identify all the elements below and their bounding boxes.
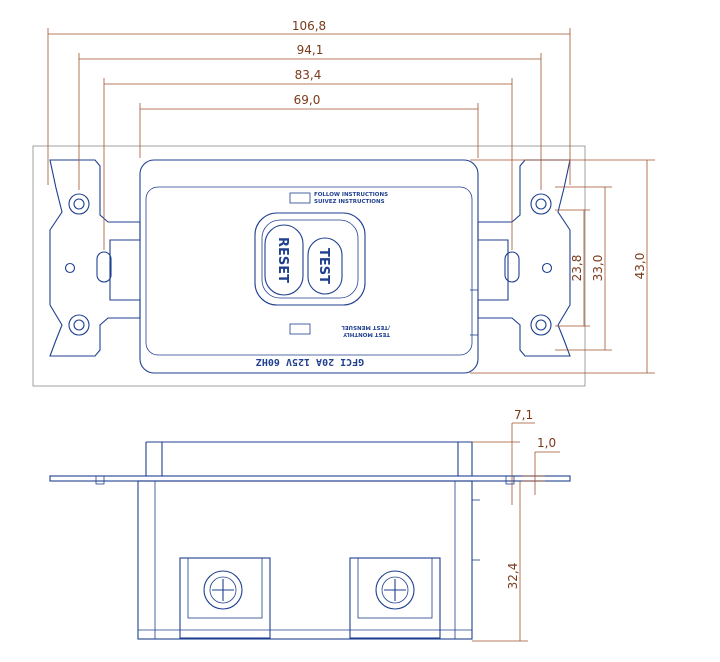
terminal-left <box>179 557 271 639</box>
terminal-screw-head <box>209 576 237 604</box>
rating-label: GFCI 20A 125V 60HZ <box>256 356 364 367</box>
dim-body-depth: 32,4 <box>506 563 520 590</box>
dim-mid-height: 33,0 <box>591 255 605 282</box>
screw-hole-inner <box>535 198 547 210</box>
screw-hole <box>68 193 90 215</box>
button-housing-inner <box>261 219 359 299</box>
dim-overall-width: 106,8 <box>292 19 326 33</box>
strap-tab <box>505 475 515 485</box>
dim-body-width: 69,0 <box>294 93 321 107</box>
indicator-box <box>289 192 311 204</box>
screw-slot <box>212 579 234 601</box>
terminal-pocket <box>179 557 271 639</box>
instructions-bottom-1: TEST MONTHLY <box>342 331 390 337</box>
instructions-bottom-2: /TEST MENSUEL <box>341 324 390 330</box>
reset-label: RESET <box>275 237 290 283</box>
dim-outer-screw-spacing: 94,1 <box>297 43 324 57</box>
side-view: 7,1 1,0 32,4 <box>49 408 571 642</box>
terminal-screw-icon <box>203 570 243 610</box>
vertical-dimensions: 43,0 33,0 23,8 <box>470 159 655 374</box>
instructions-top-1: FOLLOW INSTRUCTIONS <box>314 192 388 198</box>
mounting-strap <box>49 159 141 357</box>
side-dimensions: 7,1 1,0 32,4 <box>472 408 560 642</box>
screw-hole-inner <box>73 198 85 210</box>
screw-hole <box>64 262 76 274</box>
terminal-screw-head <box>381 576 409 604</box>
strap-plate <box>49 475 571 482</box>
horizontal-dimensions: 106,8 94,1 83,4 69,0 <box>47 19 571 250</box>
test-button <box>307 237 343 295</box>
slot-hole <box>96 251 112 283</box>
dim-inner-screw-spacing: 83,4 <box>295 68 322 82</box>
terminal-screw-icon <box>375 570 415 610</box>
instructions-top-2: SUIVEZ INSTRUCTIONS <box>314 199 385 205</box>
screw-hole <box>541 262 553 274</box>
test-label: TEST <box>316 248 331 284</box>
screw-hole <box>68 314 90 336</box>
receptacle-face <box>145 186 473 356</box>
screw-hole <box>530 193 552 215</box>
top-view: FOLLOW INSTRUCTIONS SUIVEZ INSTRUCTIONS … <box>32 19 655 387</box>
dim-inner-height: 23,8 <box>570 255 584 282</box>
view-frame <box>32 145 586 387</box>
indicator-box <box>289 323 311 335</box>
screw-hole-inner <box>73 319 85 331</box>
terminal-right <box>349 557 441 639</box>
screw-slot <box>384 579 406 601</box>
dim-outer-height: 43,0 <box>633 253 647 280</box>
screw-hole <box>530 314 552 336</box>
strap-tab <box>95 475 105 485</box>
mounting-strap-right <box>477 159 571 357</box>
top-body <box>145 441 473 476</box>
screw-hole-inner <box>535 319 547 331</box>
button-housing <box>254 212 366 306</box>
slot-hole <box>504 251 520 283</box>
dim-plate-thickness: 1,0 <box>537 436 556 450</box>
dim-depth-offset: 7,1 <box>514 408 533 422</box>
terminal-inner <box>357 557 433 619</box>
reset-button <box>264 224 304 296</box>
receptacle-body <box>139 159 479 374</box>
terminal-inner <box>187 557 263 619</box>
